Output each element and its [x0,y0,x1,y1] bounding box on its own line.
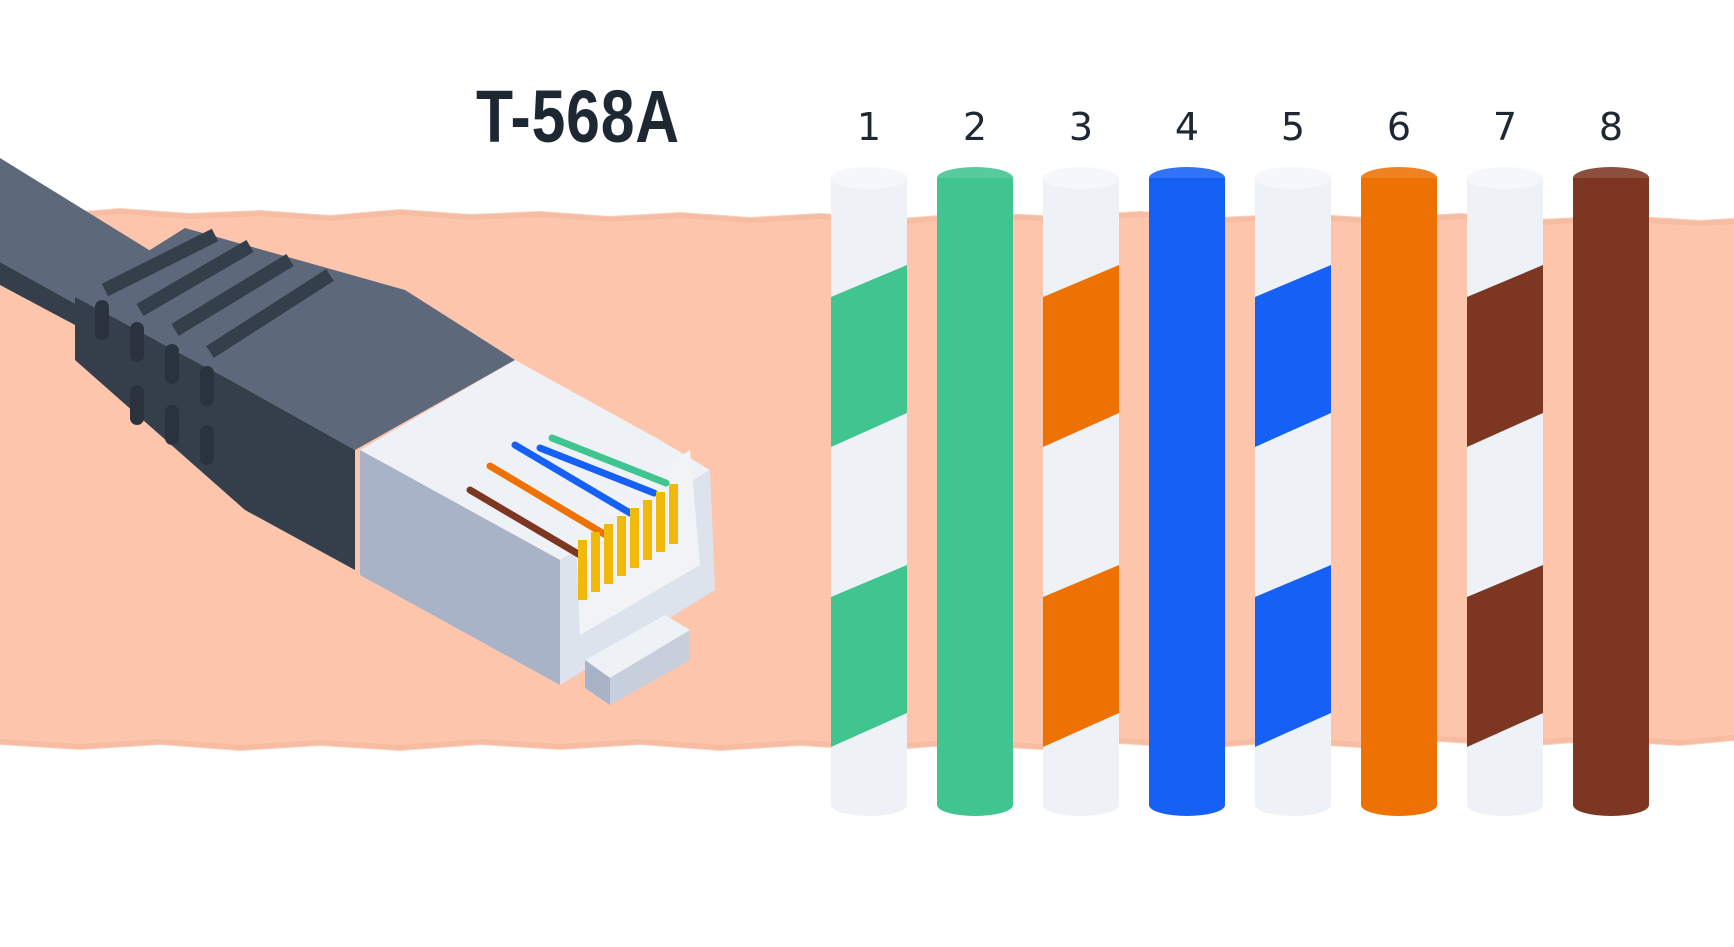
wire-bottom-cap [1573,794,1649,816]
boot-grips [95,300,214,465]
wire-top-cap [1255,167,1331,189]
wire-body [1573,178,1649,805]
wire-top-cap [1361,167,1437,189]
wire-bottom-cap [1361,794,1437,816]
wire-bottom-cap [1043,794,1119,816]
pin-label-3: 3 [1069,105,1093,149]
wire-7 [1467,167,1543,816]
wire-columns [831,167,1649,816]
wire-bottom-cap [1255,794,1331,816]
wire-6 [1361,167,1437,816]
pin-number-labels: 1 2 3 4 5 6 7 8 [857,105,1623,149]
wire-stripes [1255,265,1331,747]
band-top-edge [0,207,1734,227]
wire-stripes [831,265,907,747]
wire-4 [1149,167,1225,816]
pin-label-7: 7 [1493,105,1517,149]
wire-top-cap [1467,167,1543,189]
pin-label-8: 8 [1599,105,1623,149]
wire-stripes [1467,265,1543,747]
boot-left [75,297,355,570]
rj45-connector-icon [0,158,715,705]
wire-bottom-cap [831,794,907,816]
wire-body [937,178,1013,805]
wire-top-cap [1043,167,1119,189]
pin-label-4: 4 [1175,105,1199,149]
plug-internal-wires [466,432,670,559]
pin-label-1: 1 [857,105,881,149]
wire-body [1361,178,1437,805]
pin-label-6: 6 [1387,105,1411,149]
wire-top-cap [1573,167,1649,189]
plug-left [360,450,560,685]
wire-bottom-cap [1467,794,1543,816]
wire-bottom-cap [1149,794,1225,816]
wire-8 [1573,167,1649,816]
pin-label-2: 2 [963,105,987,149]
wire-1 [831,167,907,816]
latch-front [610,630,690,705]
latch-side [585,660,610,705]
wire-top-cap [831,167,907,189]
wire-3 [1043,167,1119,816]
pin-label-5: 5 [1281,105,1305,149]
wire-top-cap [1149,167,1225,189]
wire-2 [937,167,1013,816]
gold-contacts [578,484,678,600]
wire-5 [1255,167,1331,816]
standard-title: T-568A [476,75,680,158]
wire-top-cap [937,167,1013,189]
boot-ridges [101,228,334,358]
latch-top [585,615,690,678]
wire-stripes [1043,265,1119,747]
wire-bottom-cap [937,794,1013,816]
wire-body [1149,178,1225,805]
